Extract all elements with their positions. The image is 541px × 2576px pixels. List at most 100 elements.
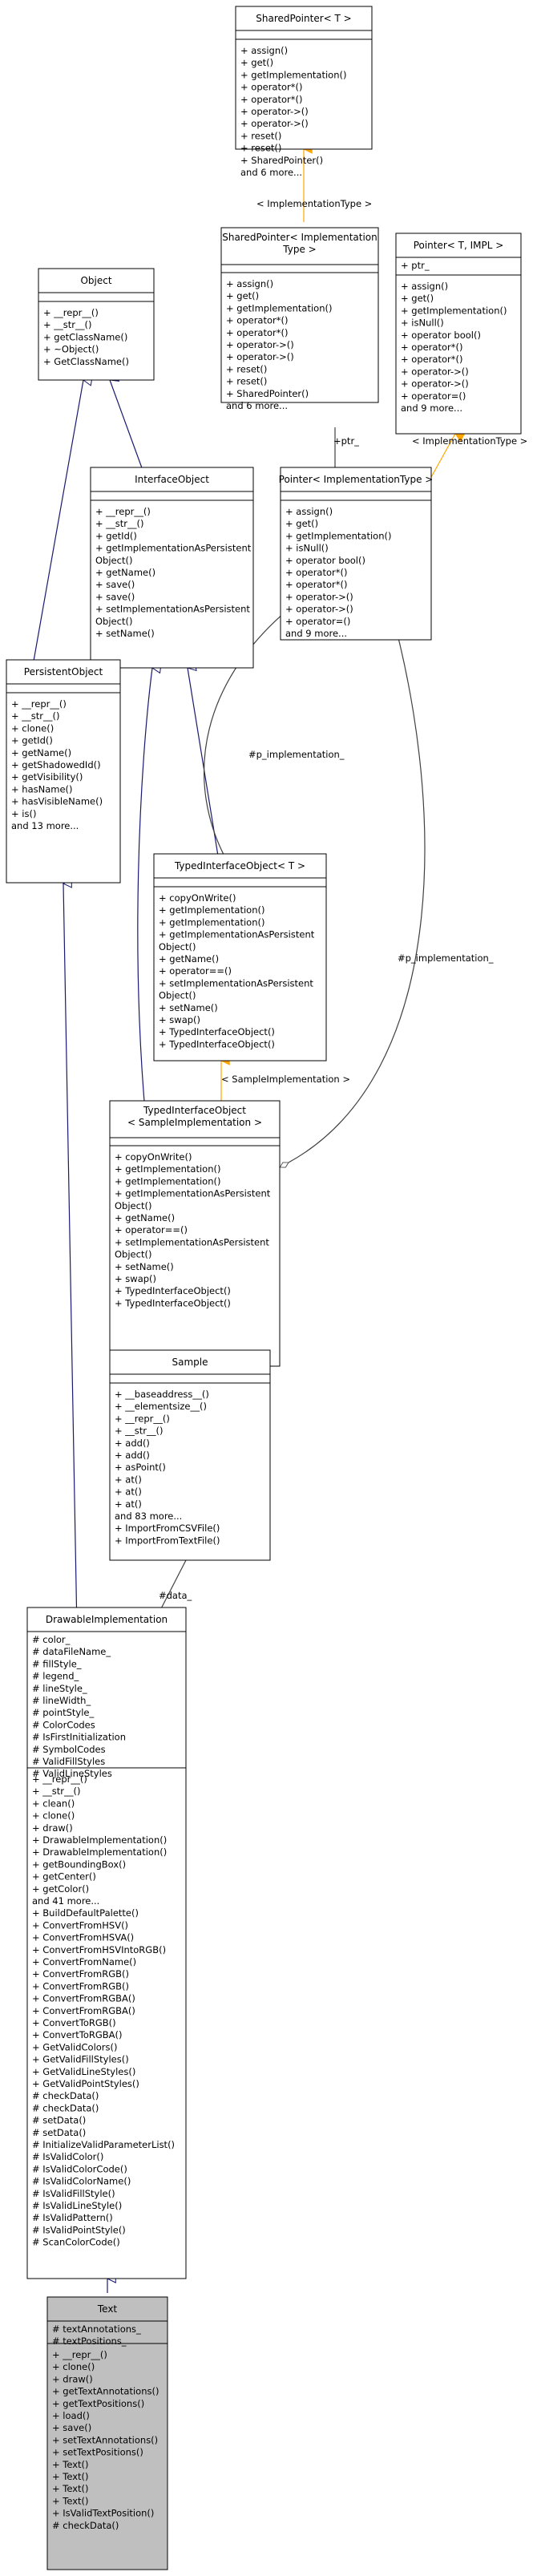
class-operation: and 83 more... — [115, 1510, 182, 1522]
class-box-frame — [46, 2296, 168, 2570]
class-operation: + setName() — [159, 1002, 218, 1013]
class-operation: + swap() — [159, 1014, 200, 1025]
class-operation: + draw() — [32, 1822, 73, 1834]
class-operation: + SharedPointer() — [240, 155, 323, 166]
class-box-pointer-t-impl[interactable]: Pointer< T, IMPL >+ ptr_+ assign()+ get(… — [395, 233, 522, 435]
class-operation: + get() — [401, 293, 434, 304]
class-operation: + DrawableImplementation() — [32, 1834, 167, 1846]
class-operation: + __str__() — [32, 1785, 81, 1797]
class-operation: + __str__() — [43, 319, 92, 330]
class-box-shared-pointer-t[interactable]: SharedPointer< T >+ assign()+ get()+ get… — [235, 6, 373, 178]
class-operation: + isNull() — [285, 543, 329, 554]
class-operation: + ConvertFromRGBA() — [32, 2005, 135, 2016]
class-operation: + asPoint() — [115, 1462, 166, 1473]
class-attribute: + ptr_ — [401, 260, 430, 271]
class-operation: + clone() — [32, 1810, 75, 1822]
class-operation: + copyOnWrite() — [159, 892, 236, 904]
class-operation: + setTextAnnotations() — [52, 2434, 158, 2445]
class-operation: + __str__() — [115, 1425, 164, 1437]
class-box-persistent-object[interactable]: PersistentObject+ __repr__()+ __str__()+… — [6, 659, 121, 884]
class-box-drawable-implementation[interactable]: DrawableImplementation# color_# dataFile… — [26, 1607, 187, 2279]
class-operation: + save() — [95, 579, 135, 590]
class-operation: + operator->() — [240, 106, 309, 117]
class-box-sample[interactable]: Sample+ __baseaddress__()+ __elementsize… — [109, 1349, 271, 1561]
class-operation: + Text() — [52, 2459, 89, 2470]
class-operation: + at() — [115, 1474, 142, 1485]
label-data: #data_ — [159, 1590, 192, 1601]
class-box-frame — [153, 853, 327, 1062]
class-title: PersistentObject — [24, 666, 103, 677]
class-operation: + BuildDefaultPalette() — [32, 1907, 139, 1919]
class-box-frame — [6, 659, 121, 884]
class-box-shared-pointer-impl[interactable]: SharedPointer< ImplementationType >+ ass… — [220, 227, 379, 411]
class-operation: + operator=() — [285, 616, 350, 627]
class-operation: + operator->() — [226, 351, 294, 362]
class-operation: + ConvertFromRGBA() — [32, 1993, 135, 2004]
class-title: InterfaceObject — [135, 474, 209, 485]
class-operation: + GetValidPointStyles() — [32, 2078, 139, 2089]
class-operation: + __baseaddress__() — [115, 1389, 209, 1400]
class-box-typed-interface-object-sample[interactable]: TypedInterfaceObject< SampleImplementati… — [109, 1100, 281, 1367]
edge-persistent-to-object — [30, 380, 83, 680]
class-operation: # setData() — [32, 2127, 86, 2138]
class-operation: + ImportFromTextFile() — [115, 1535, 220, 1546]
class-attribute: # lineWidth_ — [32, 1695, 91, 1706]
class-operation: + copyOnWrite() — [115, 1151, 192, 1163]
class-operation: + add() — [115, 1450, 150, 1461]
class-operation: + GetClassName() — [43, 356, 129, 367]
class-box-interface-object[interactable]: InterfaceObject+ __repr__()+ __str__()+ … — [90, 467, 254, 669]
edge-p-impl-to-typed-t — [204, 587, 317, 873]
class-operation: + ImportFromCSVFile() — [115, 1523, 220, 1534]
class-attribute: # ValidLineStyles — [32, 1768, 112, 1779]
label-implementation-type-2: < ImplementationType > — [412, 435, 527, 447]
class-operation: + swap() — [115, 1273, 156, 1284]
class-operation: + ~Object() — [43, 344, 99, 355]
class-title: SharedPointer< T > — [256, 13, 351, 24]
edge-drawable-to-persistent — [63, 884, 78, 1631]
class-operation: + getImplementation() — [401, 305, 507, 316]
class-operation: + at() — [115, 1498, 142, 1510]
class-title: Pointer< ImplementationType > — [279, 474, 434, 485]
class-box-pointer-impl-type[interactable]: Pointer< ImplementationType >+ assign()+… — [279, 467, 434, 641]
class-operation: # InitializeValidParameterList() — [32, 2139, 175, 2150]
class-operation: + getBoundingBox() — [32, 1858, 126, 1870]
class-operation: + GetValidLineStyles() — [32, 2066, 135, 2077]
class-box-typed-interface-object-t[interactable]: TypedInterfaceObject< T >+ copyOnWrite()… — [153, 853, 327, 1062]
class-operation: + __repr__() — [115, 1413, 170, 1424]
class-operation: + get() — [226, 290, 259, 301]
class-operation: + at() — [115, 1486, 142, 1498]
class-operation: Object() — [95, 616, 132, 627]
class-operation: + getName() — [11, 747, 71, 758]
class-operation: + operator==() — [159, 965, 232, 977]
class-operation: # checkData() — [32, 2102, 99, 2113]
class-operation: + operator bool() — [285, 555, 365, 566]
class-operation: + operator->() — [401, 366, 469, 377]
class-operation: Object() — [115, 1249, 151, 1260]
class-operation: and 6 more... — [226, 400, 288, 411]
class-box-object[interactable]: Object+ __repr__()+ __str__()+ getClassN… — [38, 268, 155, 381]
class-operation: + getImplementation() — [285, 530, 391, 541]
class-operation: # checkData() — [32, 2090, 99, 2101]
class-operation: + getClassName() — [43, 331, 127, 342]
class-operation: + hasName() — [11, 783, 73, 795]
class-operation: + ConvertFromName() — [32, 1956, 136, 1967]
class-operation: + isNull() — [401, 317, 444, 329]
class-box-frame — [26, 1607, 187, 2279]
class-attribute: # IsFirstInitialization — [32, 1732, 126, 1743]
class-operation: + reset() — [240, 143, 281, 154]
label-sample-implementation: < SampleImplementation > — [221, 1074, 350, 1085]
class-operation: + operator*() — [401, 342, 462, 353]
class-operation: # IsValidPointStyle() — [32, 2224, 126, 2235]
class-operation: + load() — [52, 2410, 90, 2421]
class-operation: + operator==() — [115, 1224, 188, 1235]
class-operation: + getId() — [95, 530, 137, 541]
class-operation: + operator*() — [401, 354, 462, 365]
class-operation: + __repr__() — [32, 1773, 87, 1785]
class-box-frame — [90, 467, 254, 669]
class-box-text[interactable]: Text# textAnnotations_# textPositions_+ … — [46, 2296, 168, 2570]
class-operation: # IsValidLineStyle() — [32, 2200, 122, 2211]
class-operation: + getName() — [95, 567, 155, 578]
class-operation: + hasVisibleName() — [11, 796, 103, 807]
class-operation: + setName() — [115, 1261, 174, 1272]
